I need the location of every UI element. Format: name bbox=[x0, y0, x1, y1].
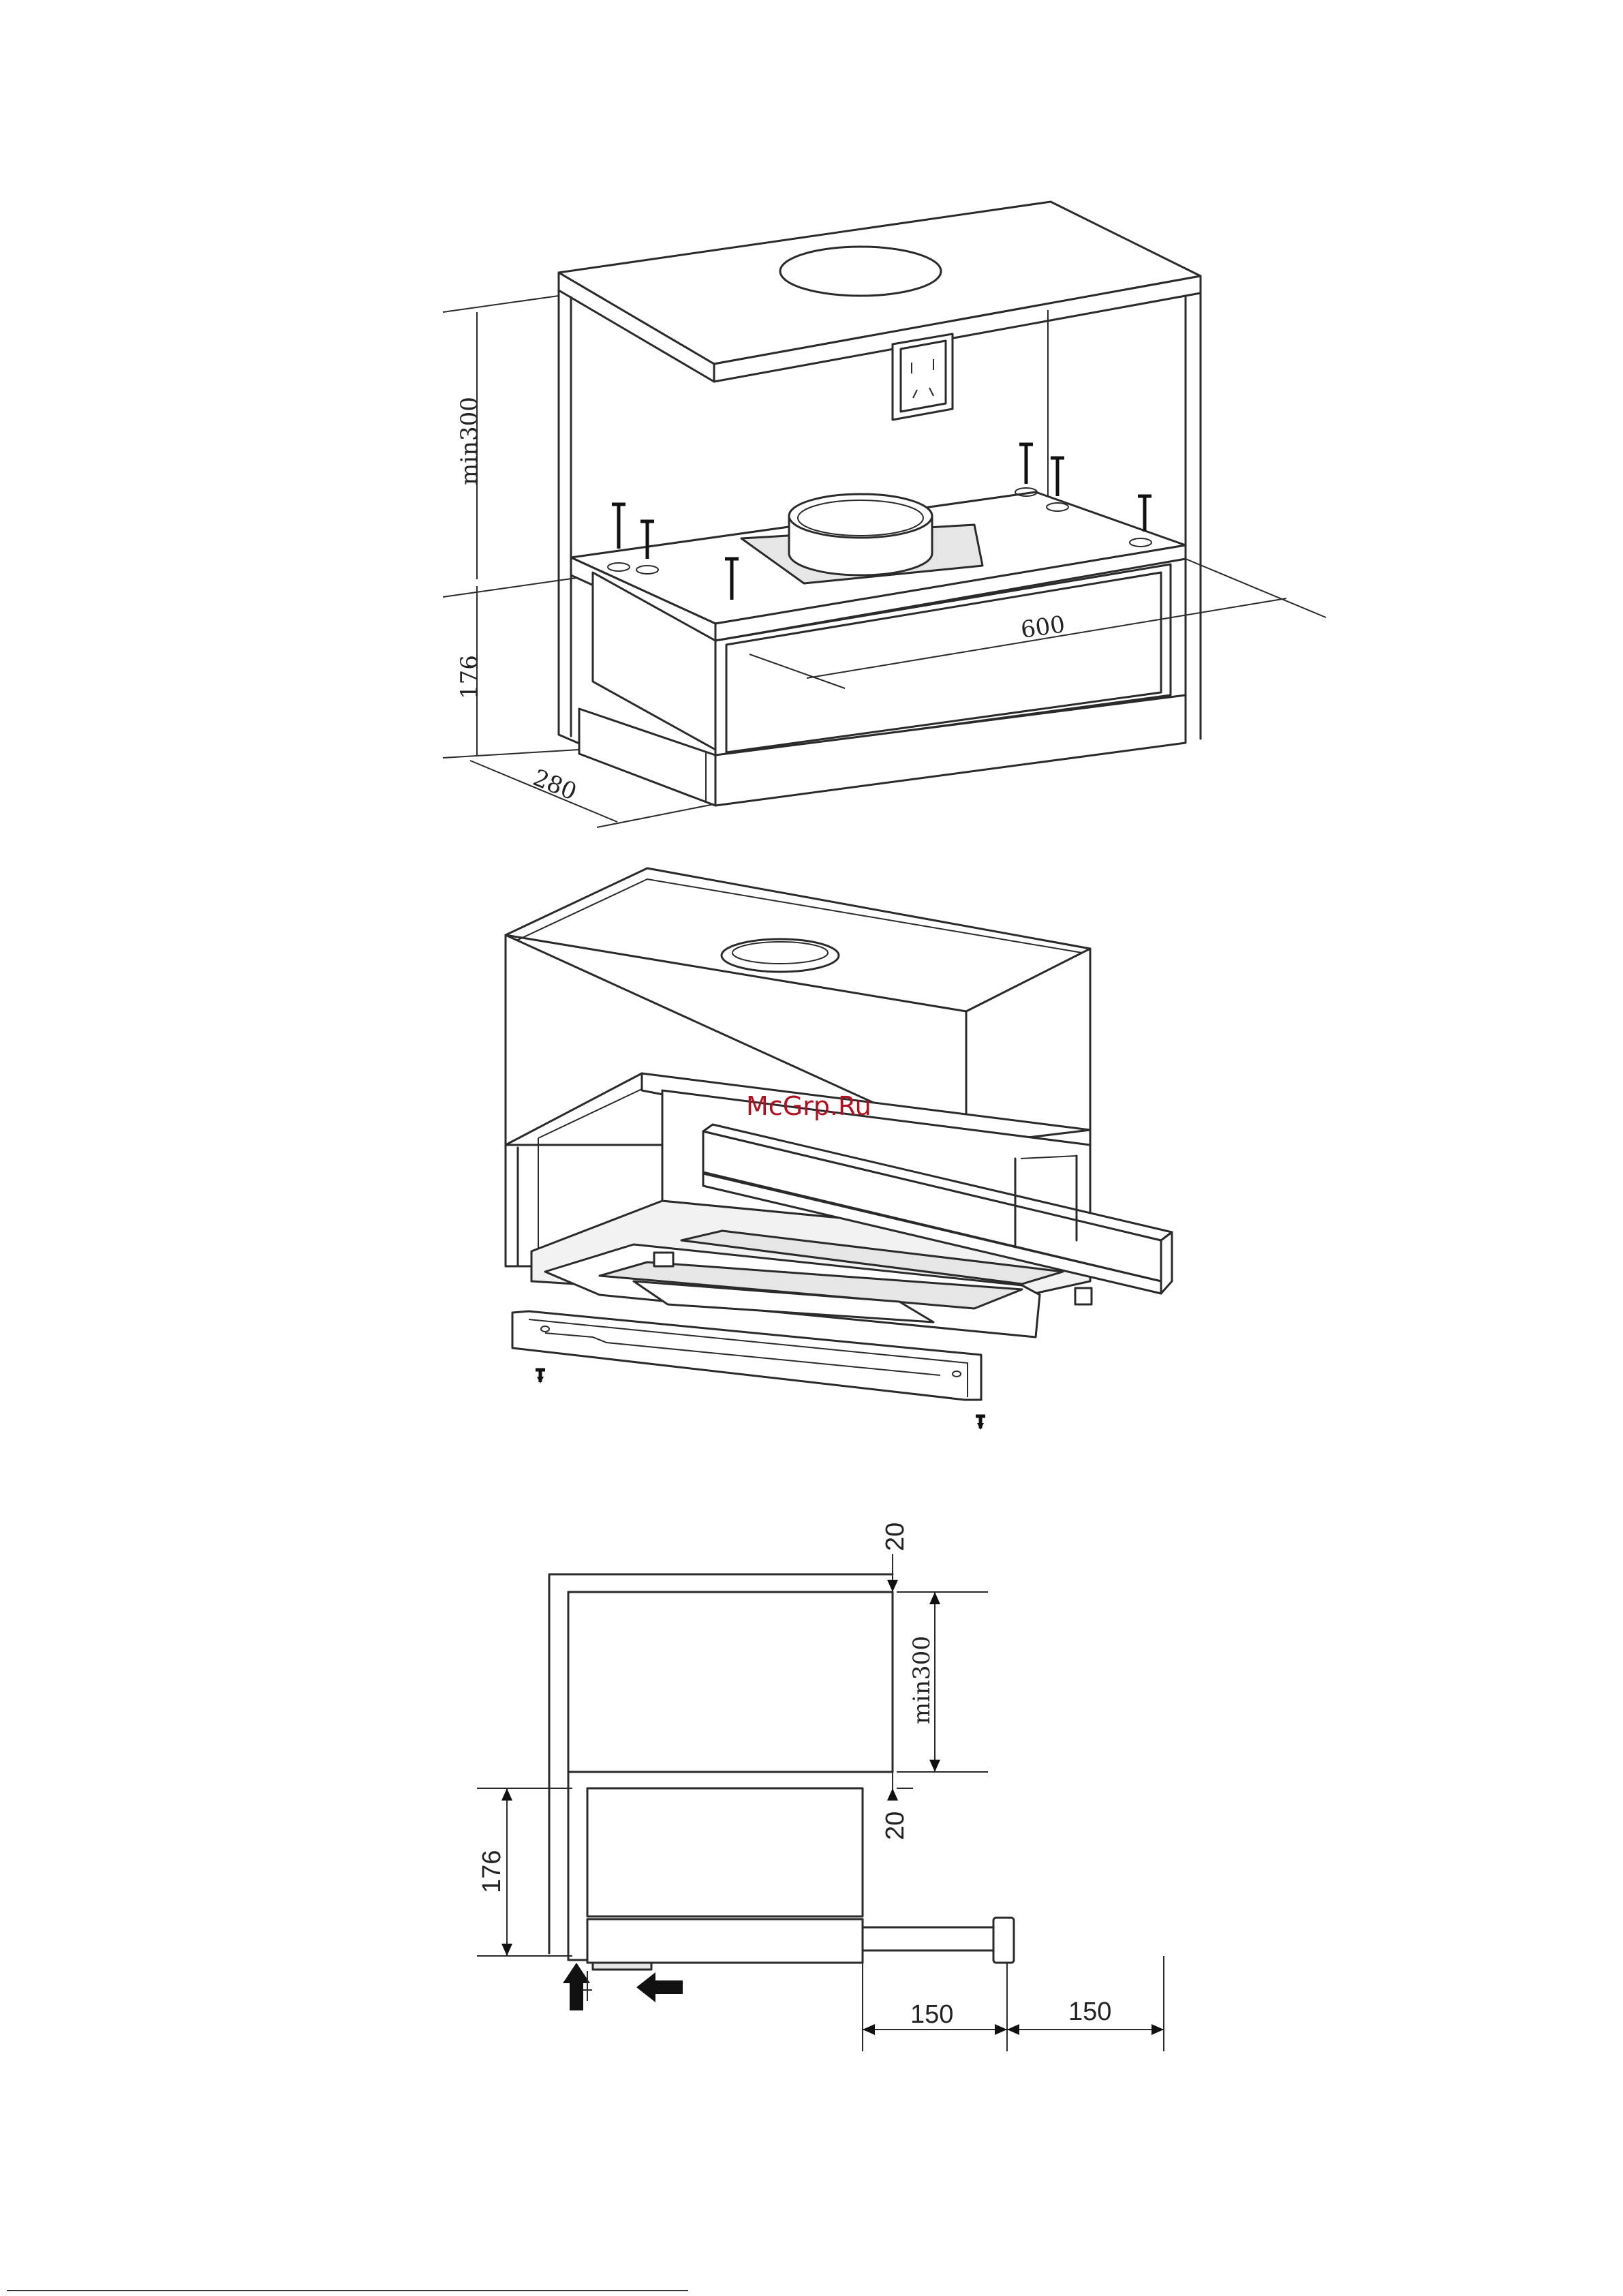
hood-front-panel bbox=[587, 1919, 863, 1963]
dim-label-176-top: 176 bbox=[456, 655, 483, 699]
figure-side-elevation bbox=[477, 1554, 1164, 2051]
arrow-up-icon bbox=[563, 1963, 590, 2010]
hood-body-side bbox=[587, 1788, 863, 1916]
arrow-left-icon bbox=[636, 1972, 683, 2002]
page-bottom-rule bbox=[7, 2290, 688, 2291]
dim-label-150-first: 150 bbox=[910, 2000, 953, 2029]
dim-label-min300-top: min300 bbox=[456, 397, 483, 485]
dim-label-150-second: 150 bbox=[1068, 1997, 1111, 2026]
watermark: McGrp.Ru bbox=[746, 1091, 871, 1121]
power-socket bbox=[893, 334, 953, 420]
dim-label-176-side: 176 bbox=[478, 1850, 506, 1893]
screw-right bbox=[976, 1416, 985, 1430]
duct-opening bbox=[780, 247, 941, 296]
upper-cabinet-side bbox=[568, 1592, 893, 1772]
dim-label-20-top: 20 bbox=[881, 1522, 910, 1551]
dim-label-280: 280 bbox=[529, 764, 581, 806]
dim-label-20-lower: 20 bbox=[881, 1811, 910, 1840]
screw-left bbox=[536, 1370, 545, 1383]
figure-hood-in-cabinet bbox=[506, 868, 1172, 1430]
cabinet-duct-opening bbox=[722, 939, 839, 972]
telescopic-slide bbox=[863, 1927, 999, 1950]
figure-cabinet-mounting bbox=[443, 202, 1326, 827]
dim-label-min300-side: min300 bbox=[908, 1636, 936, 1724]
